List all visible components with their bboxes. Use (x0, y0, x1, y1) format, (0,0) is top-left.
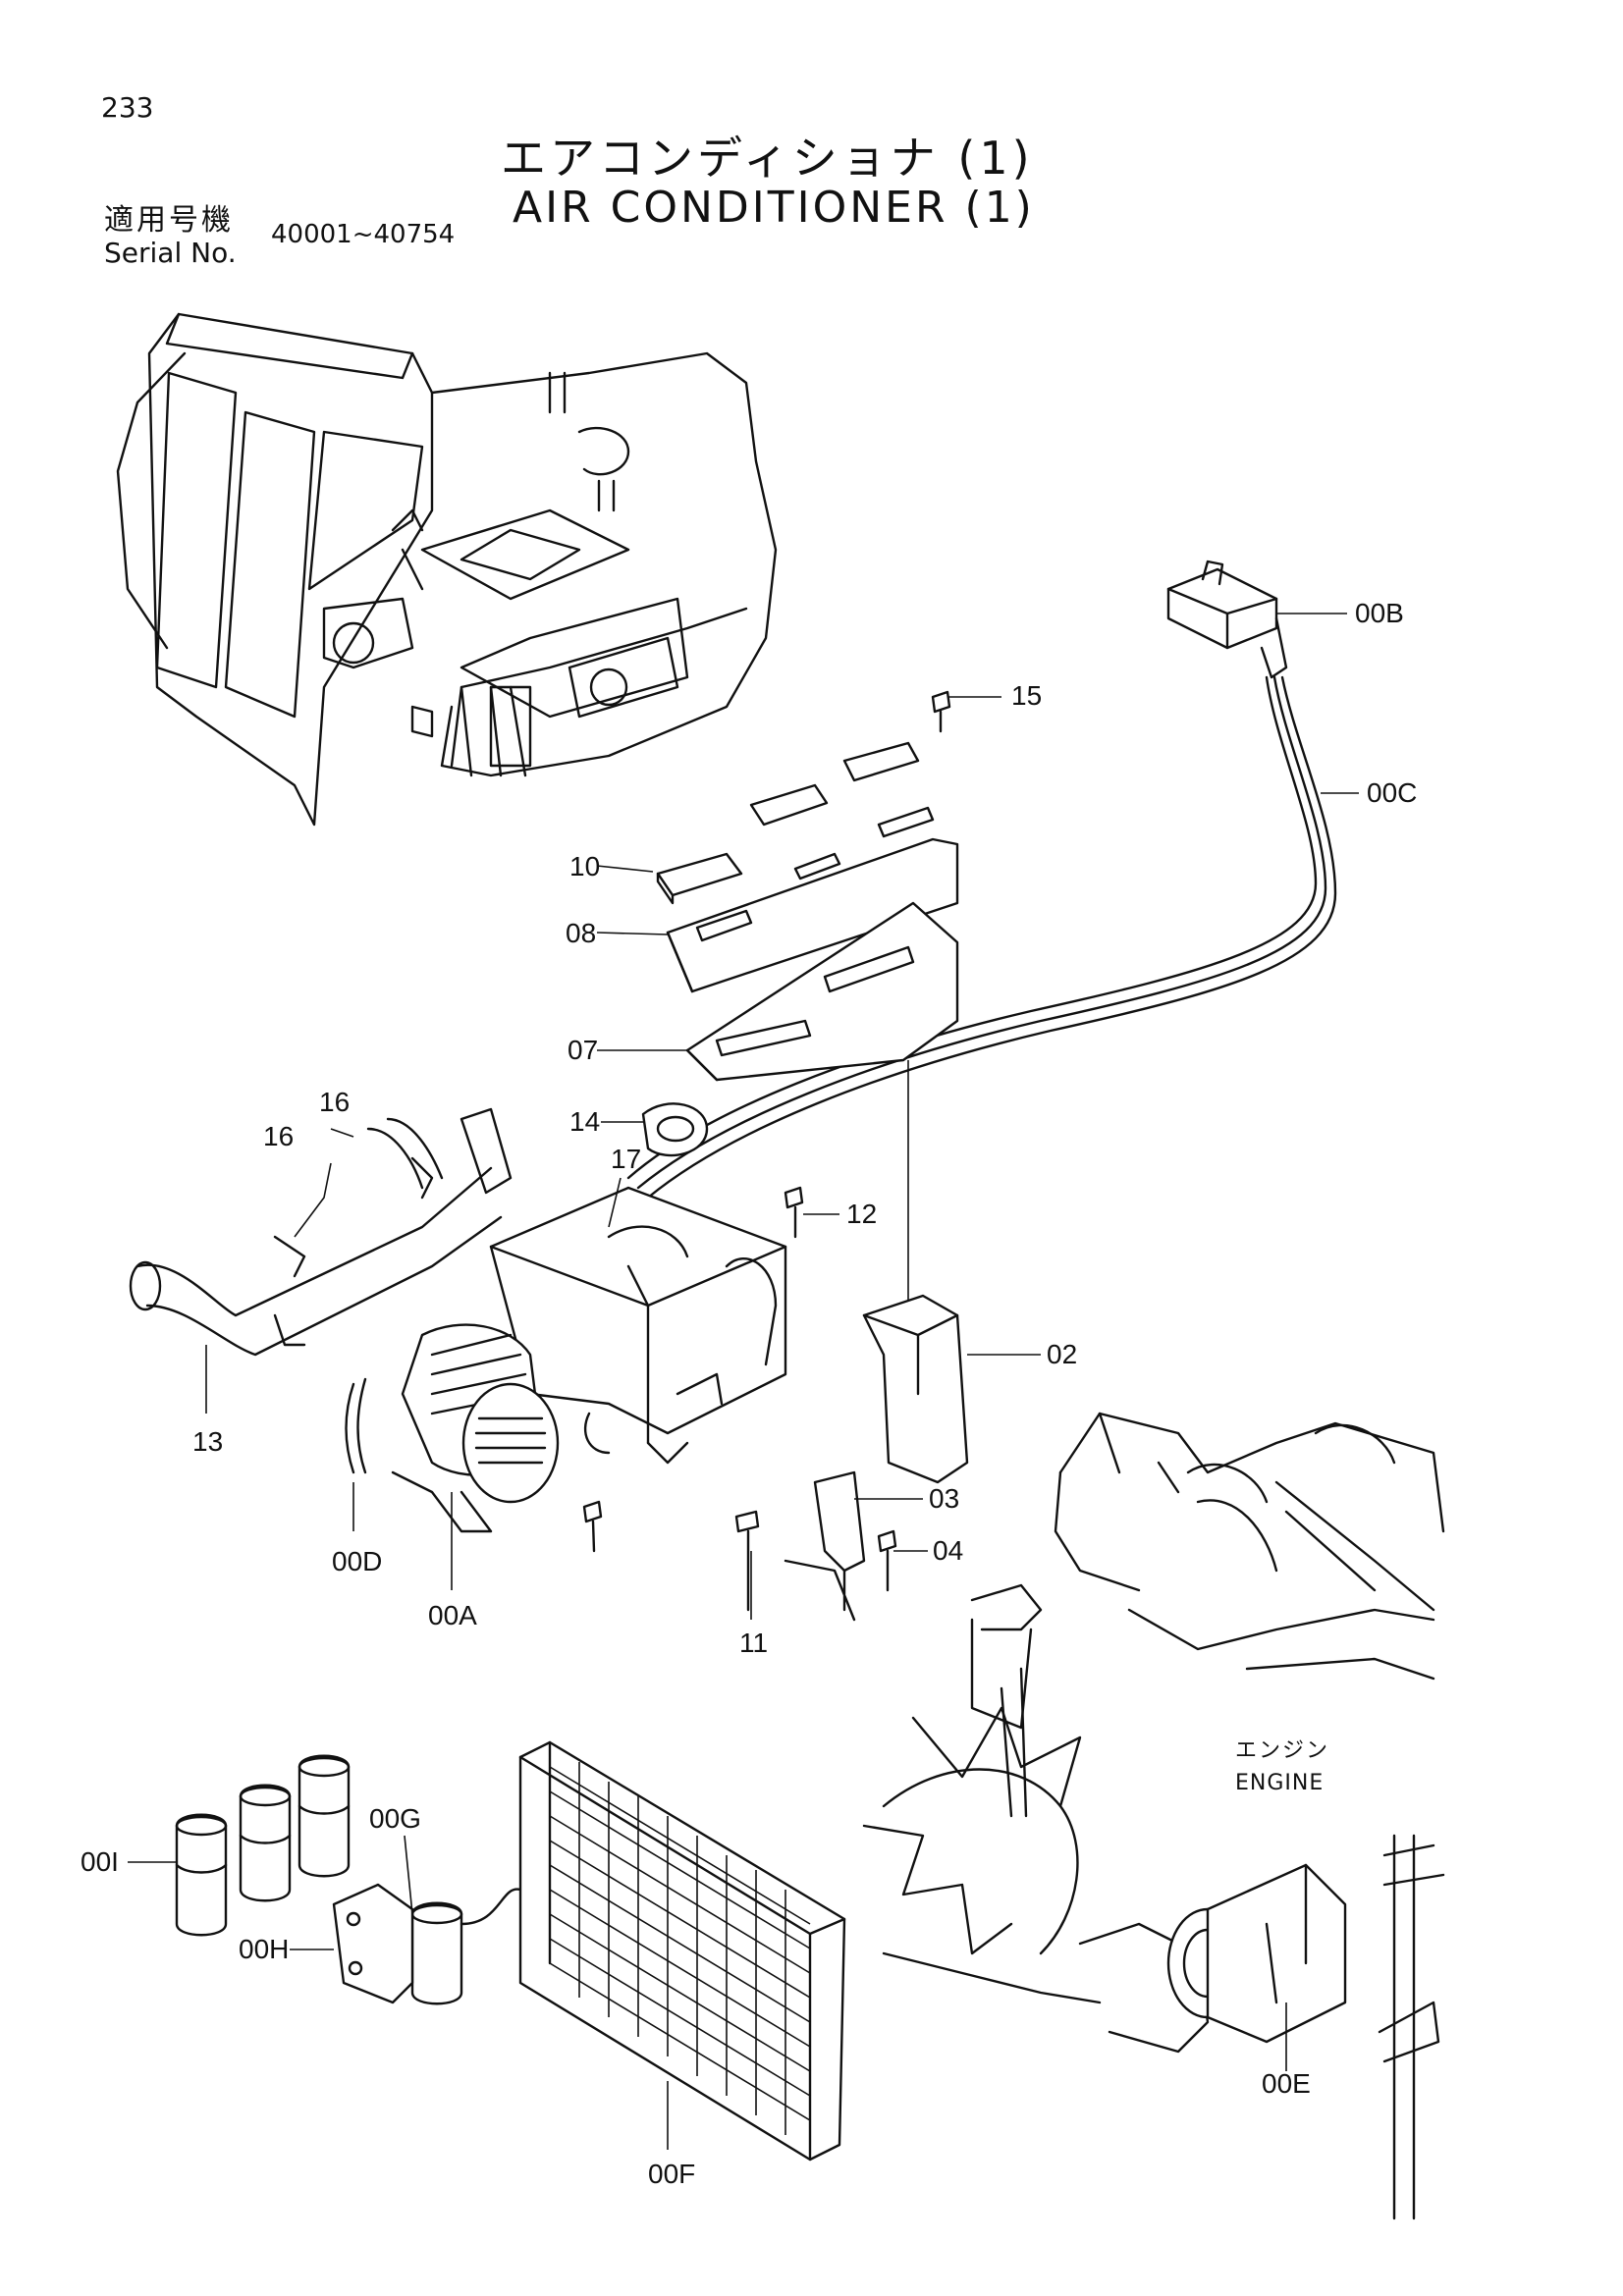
air-duct-07 (685, 901, 959, 1082)
callout-00G: 00G (369, 1803, 421, 1834)
air-hose-13 (129, 1107, 513, 1357)
callout-00F: 00F (648, 2159, 695, 2189)
callout-03: 03 (929, 1483, 959, 1514)
callout-04: 04 (933, 1535, 963, 1566)
control-switch-panel-00B (1166, 560, 1288, 679)
receiver-drier-00G (410, 1888, 546, 2005)
callout-08: 08 (566, 918, 596, 948)
page-number: 233 (101, 91, 154, 124)
title-english: AIR CONDITIONER (1) (513, 183, 1035, 233)
condenser-00F (518, 1740, 846, 2162)
wiring-harness-00C (626, 675, 1337, 1200)
callout-00I: 00I (81, 1846, 119, 1877)
title-japanese: エアコンディショナ (1) (501, 132, 1034, 185)
grommet-14 (641, 1102, 709, 1157)
serial-range: 40001~40754 (271, 220, 456, 249)
desiccant-00I (175, 1754, 351, 1937)
callout-00B: 00B (1355, 598, 1404, 628)
engine-illustration (862, 1412, 1445, 2220)
callout-labels: 00B 15 00C 10 08 07 14 16 16 17 12 13 02… (81, 598, 1417, 2189)
callout-00A: 00A (428, 1600, 477, 1630)
callout-14: 14 (569, 1106, 600, 1137)
callout-00D: 00D (332, 1546, 382, 1576)
callout-leader-lines (128, 613, 1359, 2150)
serial-label-japanese: 適用号機 (104, 203, 234, 238)
callout-02: 02 (1047, 1339, 1077, 1369)
callout-16-lower: 16 (263, 1121, 294, 1151)
callout-13: 13 (192, 1426, 223, 1457)
callout-17: 17 (611, 1144, 641, 1174)
callout-00C: 00C (1367, 777, 1417, 808)
louver-grilles-10 (656, 741, 920, 905)
callout-00E: 00E (1262, 2068, 1311, 2099)
excavator-overview-illustration (116, 312, 778, 827)
callout-00H: 00H (239, 1934, 289, 1964)
bracket-00H (332, 1883, 414, 2004)
callout-12: 12 (846, 1199, 877, 1229)
callout-11: 11 (739, 1628, 768, 1658)
duct-02-and-bracket-03 (734, 1294, 969, 1622)
drain-hose-00D (345, 1377, 367, 1474)
serial-label-english: Serial No. (104, 237, 237, 269)
engine-label-english: ENGINE (1235, 1771, 1325, 1795)
duct-cover-08 (666, 806, 959, 993)
screws (582, 690, 951, 1553)
callout-15: 15 (1011, 680, 1042, 711)
callout-16-upper: 16 (319, 1087, 350, 1117)
engine-label-japanese: エンジン (1235, 1738, 1330, 1763)
callout-10: 10 (569, 851, 600, 881)
callout-07: 07 (568, 1035, 598, 1065)
air-conditioner-unit-00A (391, 1186, 787, 1533)
